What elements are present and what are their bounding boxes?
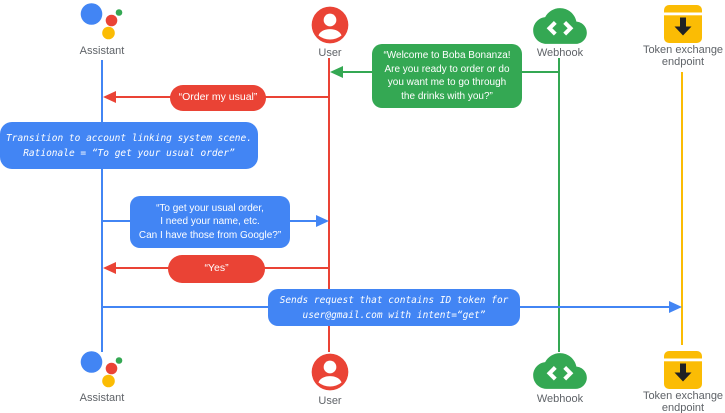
lifeline-token-endpoint [681,72,683,345]
token-exchange-icon [664,5,702,43]
message-line: user@gmail.com with intent=“get” [302,309,486,321]
message-line: Sends request that contains ID token for [279,294,509,306]
webhook-cloud-icon [533,8,587,44]
arrow-welcome-head-icon [330,66,343,78]
lifeline-user [328,58,330,352]
message-sends-request: Sends request that contains ID token for… [268,289,520,326]
message-line: the drinks with you?” [401,90,493,102]
actor-label-assistant-bottom: Assistant [79,392,125,404]
message-line: Can I have those from Google?” [138,229,282,241]
actor-label-assistant-top: Assistant [79,45,125,57]
actor-label-token-endpoint-bottom: Token exchange endpoint [642,390,724,413]
user-avatar-icon-bottom [311,353,349,391]
webhook-cloud-icon-bottom [533,353,587,389]
arrow-sends-request-head-icon [669,301,682,313]
arrow-ask-info-head-icon [316,215,329,227]
actor-label-user-top: User [318,47,342,59]
lifeline-assistant [101,60,103,352]
arrow-yes-head-icon [103,262,116,274]
actor-label-webhook-bottom: Webhook [536,393,584,405]
message-line: you want me to go through [387,77,507,88]
arrow-order-usual-head-icon [103,91,116,103]
message-line: “Order my usual” [178,91,258,104]
actor-label-token-endpoint-top: Token exchange endpoint [642,44,724,68]
google-assistant-icon [80,3,123,40]
message-line: Rationale = “To get your usual order” [23,147,235,159]
message-line: “Yes” [204,262,229,275]
message-line: “To get your usual order, [156,202,264,214]
message-line: “Welcome to Boba Bonanza! [383,50,511,61]
message-ask-info: “To get your usual order, I need your na… [130,196,290,248]
actor-label-webhook-top: Webhook [536,47,584,59]
message-welcome: “Welcome to Boba Bonanza! Are you ready … [372,44,522,108]
message-line: Are you ready to order or do [384,63,510,75]
note-transition: Transition to account linking system sce… [0,122,258,169]
message-yes: “Yes” [168,255,265,283]
message-line: I need your name, etc. [160,216,260,228]
google-assistant-icon-bottom [80,351,123,388]
user-avatar-icon [311,6,349,44]
actor-label-user-bottom: User [318,395,342,407]
message-order-usual: “Order my usual” [170,85,266,111]
lifeline-webhook [558,58,560,352]
message-line: Transition to account linking system sce… [6,132,252,144]
token-exchange-icon-bottom [664,351,702,389]
